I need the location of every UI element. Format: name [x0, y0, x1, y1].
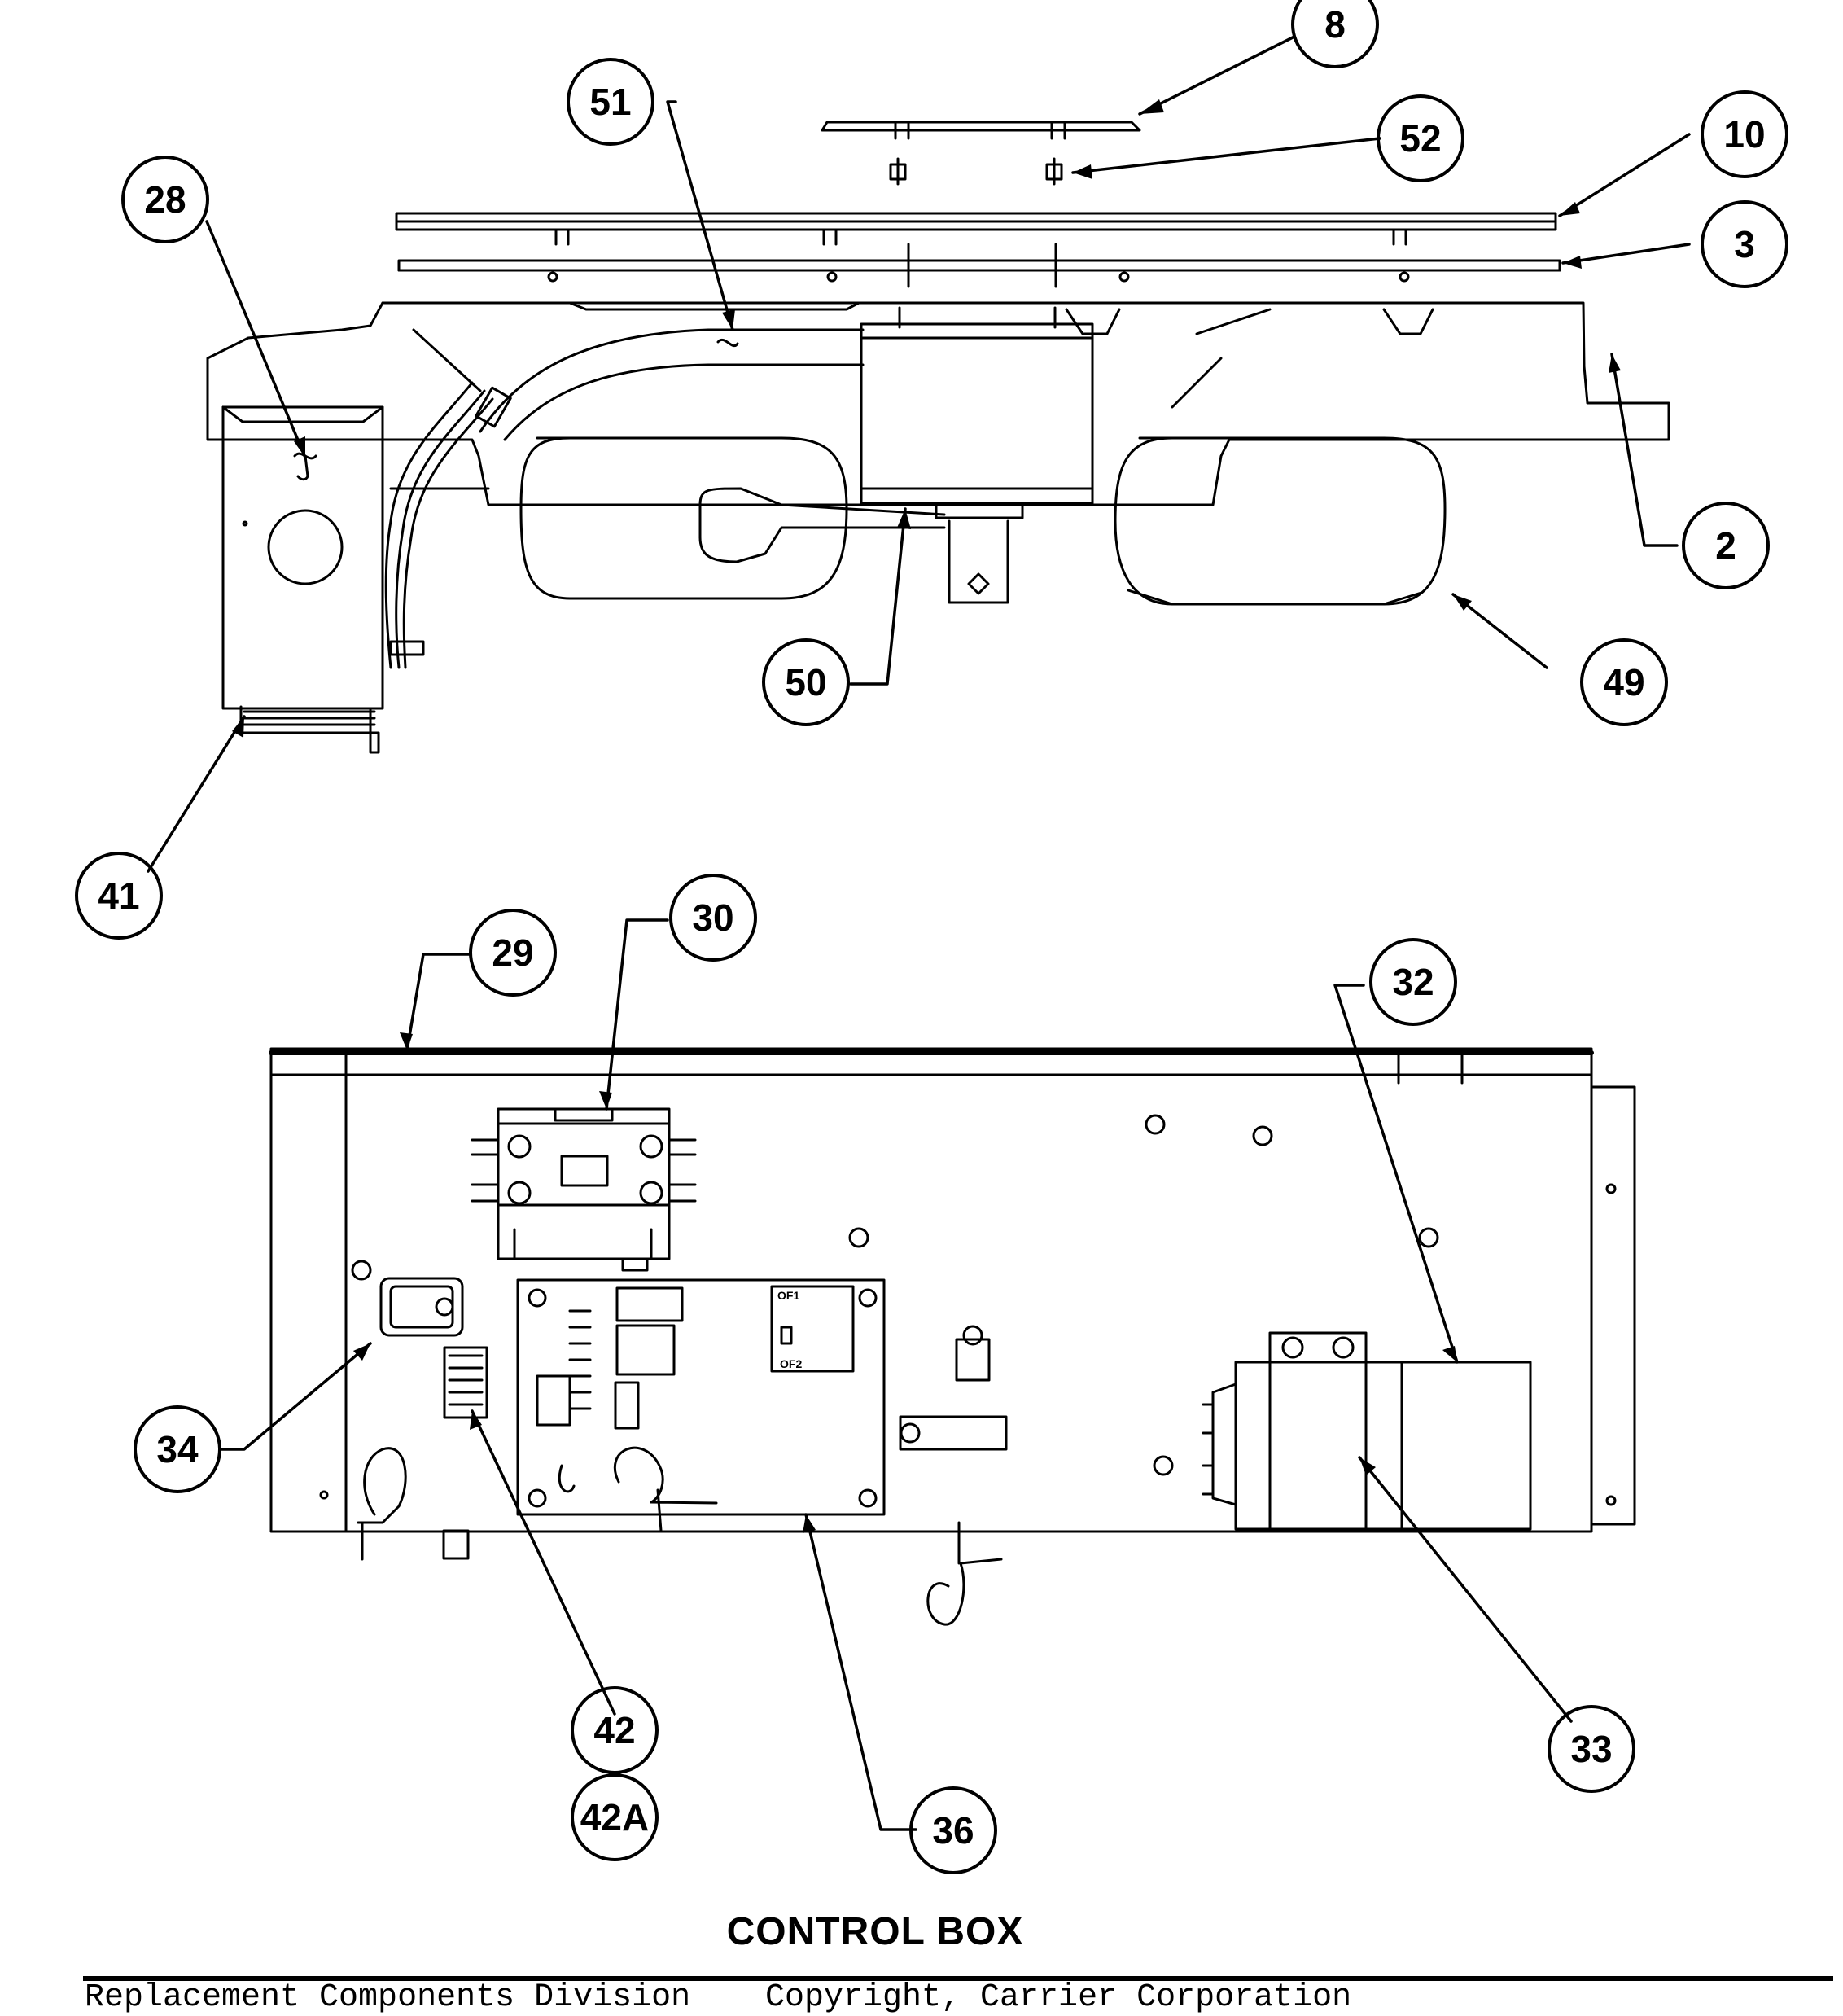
- box-part-50: [860, 322, 1094, 519]
- bracket-part-50-tab: [948, 519, 1009, 604]
- terminal-strip-part-42: [443, 1346, 488, 1419]
- callout-29: 29: [492, 931, 533, 974]
- callout-8: 8: [1324, 3, 1346, 46]
- footer-division: Replacement Components Division: [85, 1979, 691, 2016]
- callout-10: 10: [1723, 113, 1765, 156]
- fuse-holder-part-34: [379, 1277, 464, 1337]
- footer-copyright: Copyright, Carrier Corporation: [765, 1979, 1352, 2016]
- callout-52: 52: [1399, 117, 1441, 160]
- callout-30: 30: [692, 896, 733, 939]
- cover-part-8: [821, 121, 1141, 140]
- rail-part-10: [395, 212, 1557, 246]
- callout-2: 2: [1715, 524, 1736, 567]
- callout-42: 42: [593, 1709, 635, 1751]
- callout-51: 51: [589, 81, 631, 123]
- transformer-part-33: [1202, 1331, 1403, 1531]
- callout-41: 41: [98, 874, 139, 917]
- junction-box-part-28: [221, 405, 384, 754]
- callout-circles: [75, 0, 1788, 1874]
- callout-42a: 42A: [580, 1796, 649, 1839]
- control-base-part-2: [206, 301, 1670, 506]
- harness-channel-part-51: [479, 328, 865, 441]
- callout-33: 33: [1570, 1728, 1612, 1770]
- panel-screws: [351, 1114, 1439, 1476]
- fasteners-part-52: [889, 157, 1063, 186]
- relay-bracket: [899, 1325, 1008, 1451]
- leader-arrowheads: [232, 99, 1621, 1533]
- relay-part-32: [1400, 1361, 1532, 1531]
- board-label-of2: OF2: [780, 1357, 802, 1370]
- callout-3: 3: [1734, 223, 1755, 265]
- footer-divider: [83, 1976, 1833, 1981]
- control-box-panel-part-29: [269, 1047, 1636, 1533]
- tank-part-49: [1114, 436, 1447, 606]
- callout-34: 34: [156, 1428, 199, 1470]
- leader-lines: [147, 35, 1691, 1831]
- callout-28: 28: [144, 178, 186, 221]
- callout-36: 36: [932, 1809, 974, 1852]
- callout-49: 49: [1603, 661, 1644, 703]
- tank-left: [519, 436, 946, 600]
- wire-harness: [384, 381, 512, 669]
- callout-32: 32: [1392, 961, 1434, 1003]
- control-board-part-36: [516, 1278, 886, 1532]
- callout-50: 50: [785, 661, 826, 703]
- board-label-of1: OF1: [777, 1289, 799, 1302]
- contactor-part-30: [471, 1107, 697, 1272]
- bracket-part-3: [397, 243, 1561, 288]
- page-title: CONTROL BOX: [726, 1910, 1024, 1953]
- cable-ties: [357, 1447, 1003, 1626]
